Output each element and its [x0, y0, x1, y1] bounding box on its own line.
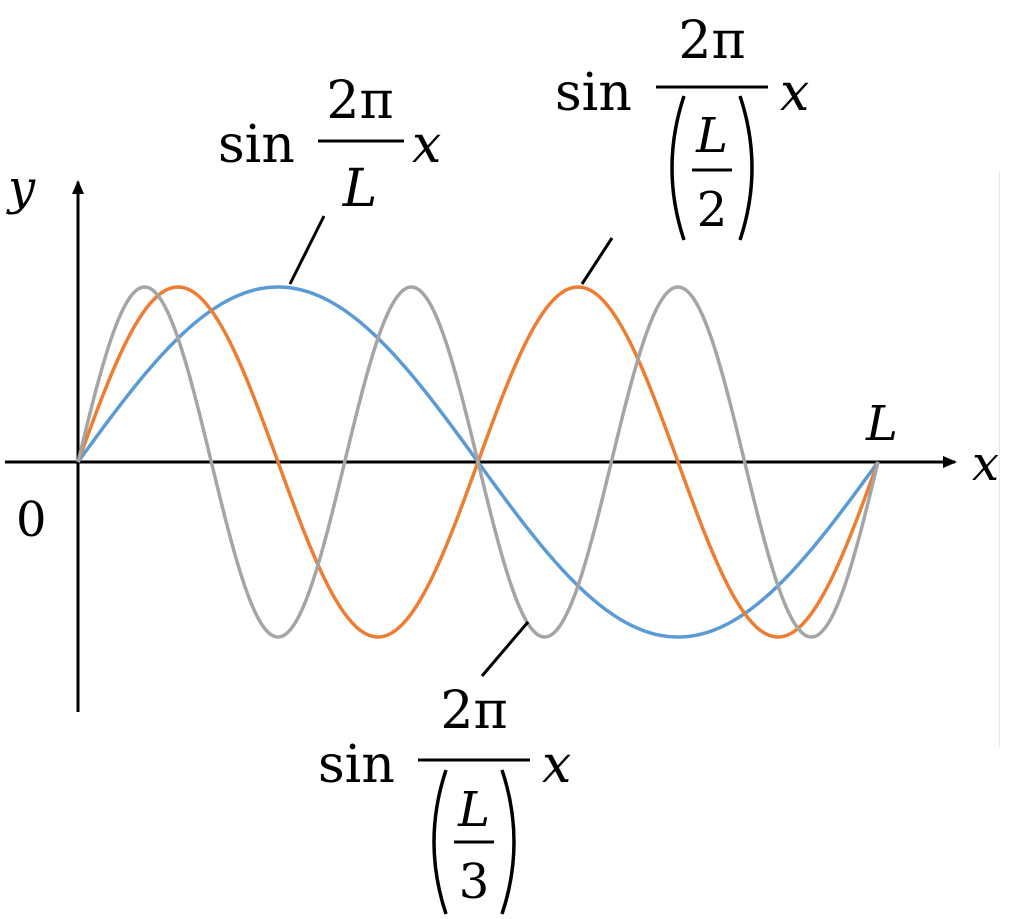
formula-wave2-right-paren — [738, 95, 754, 241]
formula-wave1: sin 2π L x — [218, 71, 441, 219]
formula-wave2-left-paren — [670, 95, 686, 241]
leader-line-wave2 — [580, 237, 614, 285]
x-axis-label: x — [972, 436, 999, 492]
formula-wave2-den-sub: 2 — [697, 182, 728, 238]
length-label: L — [865, 396, 898, 452]
formula-wave2-den-main: L — [695, 108, 728, 164]
formula-wave1-variable: x — [412, 115, 441, 175]
formula-wave3-numerator: 2π — [440, 681, 507, 741]
wave-3-curve — [76, 285, 880, 639]
formula-wave2-numerator: 2π — [678, 11, 745, 71]
leader-line-wave1 — [288, 215, 326, 285]
formula-wave3-left-paren — [432, 769, 448, 915]
formula-wave3-right-paren — [500, 769, 516, 915]
formula-wave2-variable: x — [780, 63, 809, 123]
y-axis-label: y — [6, 160, 36, 216]
formula-wave3: sin 2π L 3 x — [318, 681, 571, 915]
wave-curves — [76, 285, 880, 639]
origin-label: 0 — [16, 492, 47, 548]
formula-wave3-func: sin — [318, 735, 395, 795]
formula-wave3-den-sub: 3 — [459, 854, 490, 910]
formula-wave3-den-main: L — [457, 782, 490, 838]
formula-wave1-numerator: 2π — [326, 71, 393, 131]
right-edge-line — [999, 172, 1000, 747]
formula-wave3-variable: x — [542, 735, 571, 795]
leader-line-wave3 — [480, 621, 530, 677]
formula-wave2: sin 2π L 2 x — [555, 11, 809, 241]
formula-wave1-func: sin — [218, 115, 295, 175]
formula-wave2-func: sin — [555, 63, 632, 123]
formula-wave1-denominator: L — [342, 159, 378, 219]
